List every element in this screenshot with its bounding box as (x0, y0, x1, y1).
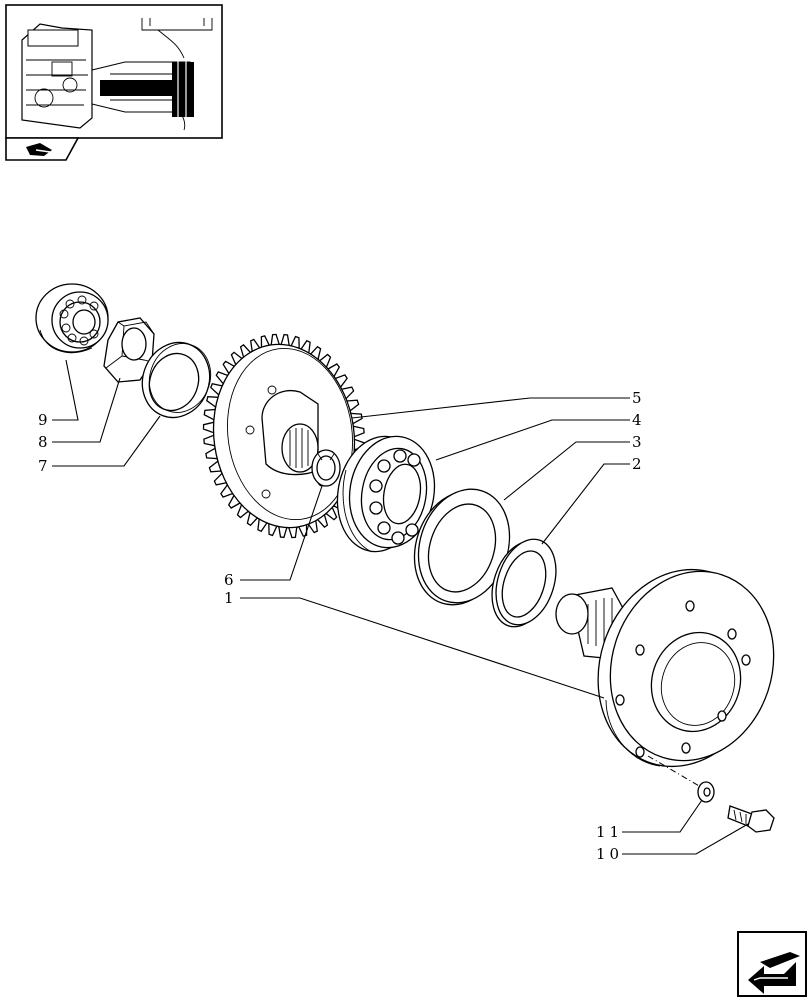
callout-6: 6 (224, 571, 238, 589)
callout-3: 3 (632, 433, 646, 451)
thumbnail-housing-drawing (21, 18, 213, 131)
part-1-flanged-axle-shaft (555, 568, 775, 791)
part-2-washer (491, 538, 557, 628)
callout-8: 8 (38, 433, 52, 451)
part-8-hex-nut (103, 317, 155, 383)
part-11-lock-washer (697, 781, 715, 803)
callout-2: 2 (632, 455, 646, 473)
callout-10: 10 (596, 845, 623, 863)
thumbnail-nav-tab[interactable] (5, 137, 80, 161)
hand-pointer-icon (26, 143, 52, 156)
next-page-button[interactable] (737, 931, 807, 997)
part-9-ball-bearing (35, 283, 109, 354)
part-7-thrust-washer (141, 341, 212, 419)
callout-11: 11 (596, 823, 623, 841)
arrow-next-page-icon (748, 952, 800, 994)
callout-5: 5 (632, 389, 646, 407)
part-4-roller-bearing (336, 435, 436, 553)
part-5-spur-gear (202, 333, 366, 539)
callout-7: 7 (38, 457, 52, 475)
part-3-shim-washer (413, 488, 511, 606)
part-6-snap-ring (311, 449, 341, 487)
thumbnail-shaft-highlight (100, 80, 186, 96)
callout-4: 4 (632, 411, 646, 429)
leader-lines (52, 359, 749, 855)
callout-9: 9 (38, 411, 52, 429)
part-10-hex-screw (727, 805, 775, 833)
callout-1: 1 (224, 589, 238, 607)
overview-thumbnail[interactable] (5, 4, 223, 139)
callout-labels: 9 8 7 5 4 3 2 6 1 11 10 (38, 389, 646, 863)
